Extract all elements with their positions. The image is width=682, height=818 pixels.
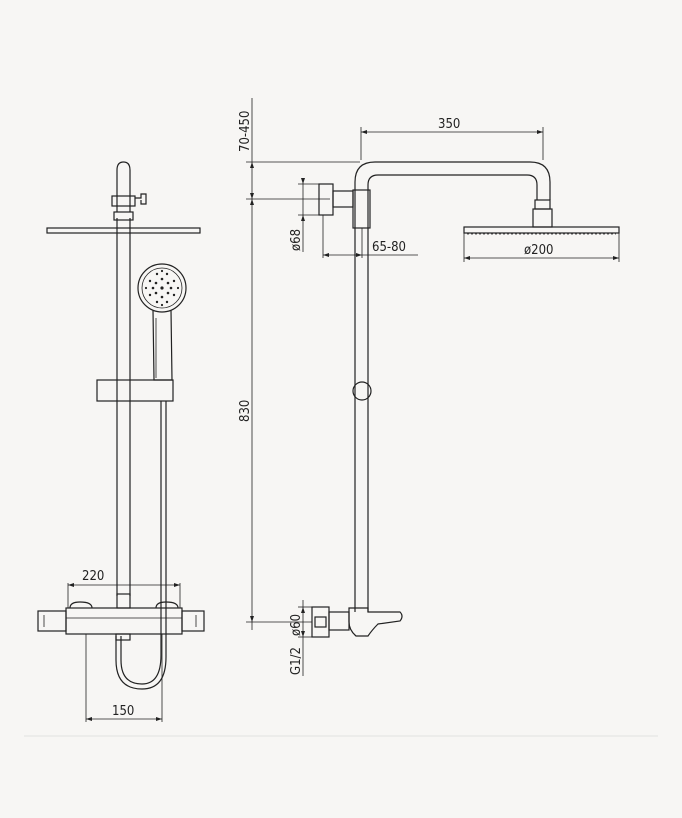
thermostatic-bar: [37, 593, 205, 641]
dim-150-label: 150: [112, 704, 134, 719]
dimension-bar-width: 220: [67, 569, 181, 608]
hand-shower-nozzles: [144, 269, 180, 307]
dim-65-80-label: 65-80: [372, 240, 406, 255]
side-view: 350 ø200 ø68 65-80: [238, 98, 620, 676]
side-riser-pipe: [352, 190, 372, 612]
dim-g12-label: G1/2: [289, 647, 304, 675]
dim-830-label: 830: [238, 400, 253, 422]
dimension-flange-diameter: ø68: [289, 178, 319, 252]
dim-68-label: ø68: [289, 229, 304, 251]
side-shower-arm: [352, 161, 553, 229]
wall-bracket: [318, 183, 354, 216]
shower-hose: [115, 401, 167, 690]
hand-shower: [137, 263, 187, 381]
dim-60-label: ø60: [289, 614, 304, 636]
dimension-vertical: 70-450 830: [238, 98, 360, 630]
dimension-centers: 150: [85, 634, 163, 722]
dimension-projection: 65-80: [322, 215, 418, 258]
side-overhead-shower-head: [463, 226, 620, 235]
front-gooseneck: [111, 161, 147, 221]
front-riser-pipe: [116, 218, 131, 596]
front-view: 220 150: [37, 161, 205, 722]
dim-220-label: 220: [82, 569, 104, 584]
dimension-arm-length: 350: [360, 117, 544, 160]
front-overhead-shower-head: [46, 227, 201, 234]
dimension-head-diameter: ø200: [463, 233, 620, 262]
slide-holder: [96, 379, 174, 402]
dimension-outlet: ø60 G1/2: [289, 600, 312, 676]
dim-350-label: 350: [438, 117, 460, 132]
dim-200-label: ø200: [524, 243, 553, 258]
side-mixer-body: [311, 606, 403, 638]
dim-70-450-label: 70-450: [238, 111, 253, 152]
